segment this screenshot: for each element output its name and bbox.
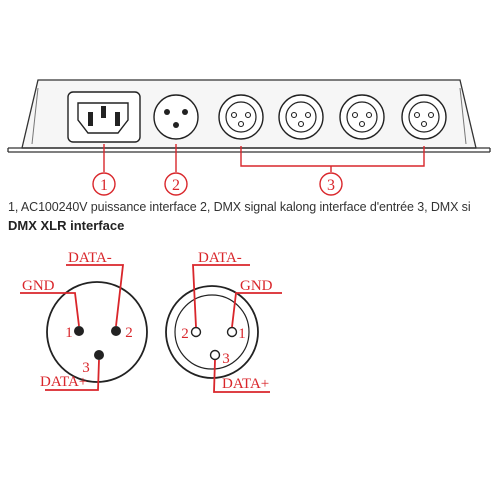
female-wires	[192, 264, 282, 393]
male-xlr-connector: 1 2 3 DATA- GND DATA+	[20, 250, 148, 391]
svg-text:1: 1	[100, 177, 108, 194]
pin-3	[94, 350, 104, 360]
power-inlet-icon	[67, 91, 141, 143]
dmx-output-connectors	[218, 94, 447, 140]
svg-text:2: 2	[172, 177, 180, 194]
female-xlr-connector: 2 1 3 DATA- GND DATA+	[165, 250, 282, 393]
female-gnd-label: GND	[240, 278, 273, 294]
section-subtitle: DMX XLR interface	[8, 218, 125, 233]
pin-number-3: 3	[82, 360, 90, 376]
male-data-minus-label: DATA-	[68, 250, 112, 266]
male-gnd-label: GND	[22, 278, 55, 294]
dmx-input-connector-icon	[153, 94, 199, 140]
pin-1	[74, 326, 84, 336]
svg-text:3: 3	[327, 177, 335, 194]
interface-caption: 1, AC100240V puissance interface 2, DMX …	[8, 200, 471, 214]
dmx-output-connector-icon	[401, 94, 447, 140]
dmx-output-connector-icon	[278, 94, 324, 140]
callout-lines	[103, 144, 425, 172]
dmx-output-connector-icon	[218, 94, 264, 140]
female-data-plus-label: DATA+	[222, 376, 269, 392]
device-panel: 1 2 3	[7, 79, 491, 196]
pin-number-1: 1	[65, 325, 73, 341]
callout-2: 2	[164, 172, 188, 196]
male-wires	[20, 264, 125, 391]
pin-number-1: 1	[238, 326, 246, 342]
pin-1	[226, 326, 238, 338]
dmx-output-connector-icon	[339, 94, 385, 140]
male-data-plus-label: DATA+	[40, 374, 87, 390]
pin-number-2: 2	[181, 326, 189, 342]
pin-3	[209, 349, 221, 361]
pin-2	[190, 326, 202, 338]
pin-2	[111, 326, 121, 336]
female-data-minus-label: DATA-	[198, 250, 242, 266]
callout-3: 3	[319, 172, 343, 196]
callout-1: 1	[92, 172, 116, 196]
pin-number-3: 3	[222, 351, 230, 367]
pin-number-2: 2	[125, 325, 133, 341]
